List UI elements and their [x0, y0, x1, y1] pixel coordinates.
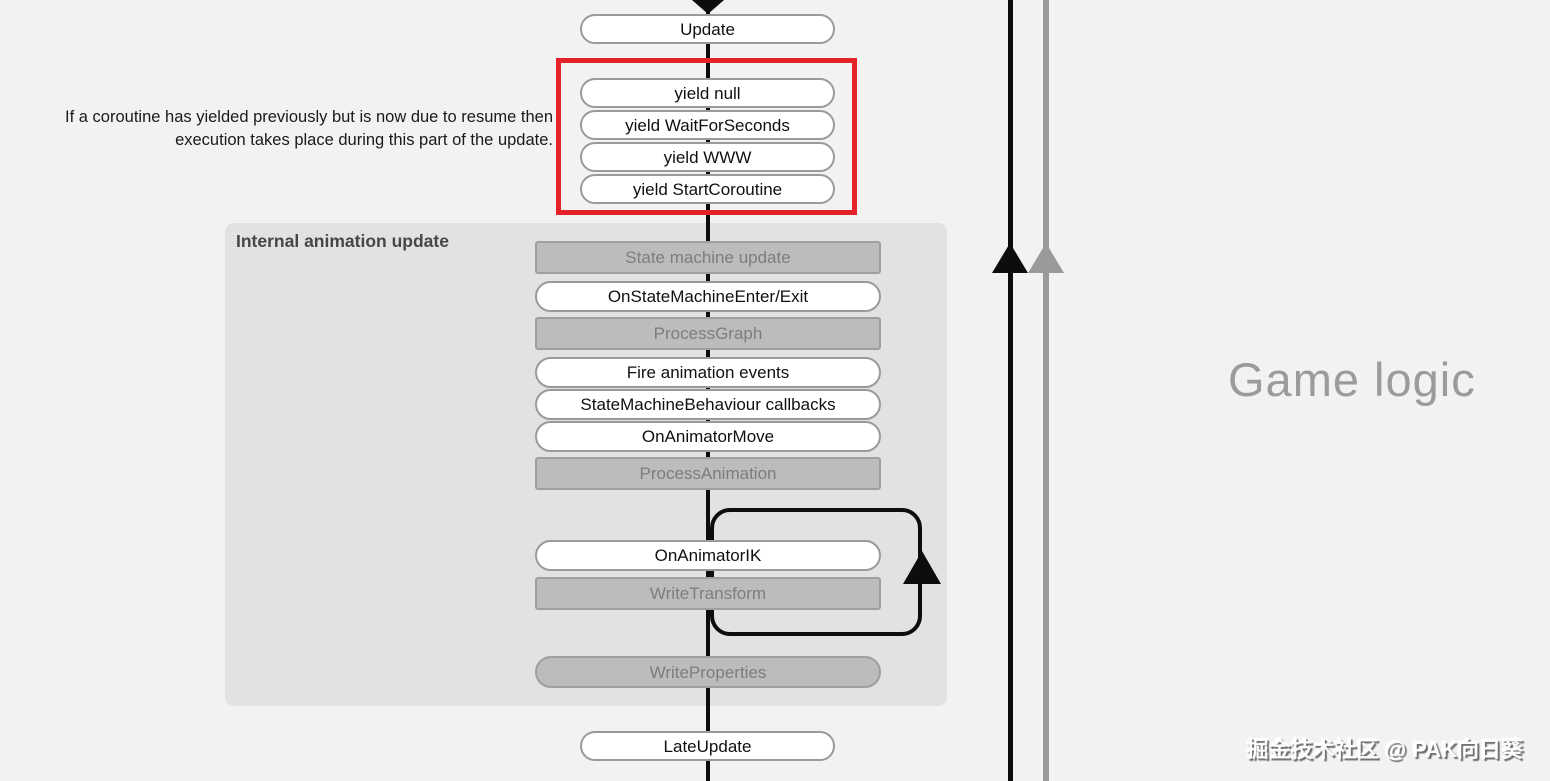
flow-arrow-down-icon	[692, 0, 724, 14]
flow-node-writeproperties: WriteProperties	[535, 656, 881, 688]
flow-node-fire-animation-events: Fire animation events	[535, 357, 881, 388]
phase-label-game-logic: Game logic	[1228, 353, 1476, 406]
timeline-line-gray	[1043, 0, 1049, 781]
flow-node-label: OnAnimatorIK	[654, 546, 762, 565]
watermark-text: 掘金技术社区 @ PAK向日葵	[1246, 737, 1524, 762]
flow-node-label: ProcessGraph	[653, 324, 763, 343]
flow-node-onanimatormove: OnAnimatorMove	[535, 421, 881, 452]
flow-node-label: yield StartCoroutine	[632, 179, 783, 199]
flow-node-processgraph: ProcessGraph	[535, 317, 881, 350]
flow-node-writetransform: WriteTransform	[535, 577, 881, 610]
timeline-arrow-up-black-icon	[992, 243, 1028, 273]
flow-node-onstatemachineenterexit: OnStateMachineEnter/Exit	[535, 281, 881, 312]
flow-node-processanimation: ProcessAnimation	[535, 457, 881, 490]
flow-node-label: Update	[680, 19, 735, 39]
flow-node-label: StateMachineBehaviour callbacks	[580, 395, 836, 414]
flow-node-label: yield null	[674, 83, 741, 103]
flow-node-statemachinebehaviour-callbacks: StateMachineBehaviour callbacks	[535, 389, 881, 420]
coroutine-note-text: If a coroutine has yielded previously bu…	[65, 108, 553, 149]
flow-node-state-machine-update: State machine update	[535, 241, 881, 274]
ik-loop-connector	[710, 508, 922, 636]
flow-node-label: OnStateMachineEnter/Exit	[607, 287, 809, 306]
flow-node-yield-www: yield WWW	[580, 142, 835, 172]
flow-node-lateupdate: LateUpdate	[580, 731, 835, 761]
flow-node-label: State machine update	[625, 248, 791, 267]
flow-node-label: OnAnimatorMove	[641, 427, 775, 446]
flow-node-update: Update	[580, 14, 835, 44]
flow-node-onanimatorik: OnAnimatorIK	[535, 540, 881, 571]
flow-node-label: WriteTransform	[649, 584, 767, 603]
flow-node-label: Fire animation events	[626, 363, 790, 382]
flow-node-label: LateUpdate	[663, 736, 752, 756]
timeline-arrow-up-gray-icon	[1028, 243, 1064, 273]
timeline-line-black	[1008, 0, 1013, 781]
flow-node-yield-startcoroutine: yield StartCoroutine	[580, 174, 835, 204]
flow-node-label: WriteProperties	[649, 662, 767, 682]
panel-title: Internal animation update	[236, 231, 449, 251]
ik-loop-arrow-up-icon	[903, 551, 941, 584]
flow-node-label: yield WWW	[663, 147, 752, 167]
flow-node-yield-null: yield null	[580, 78, 835, 108]
flow-node-yield-waitforseconds: yield WaitForSeconds	[580, 110, 835, 140]
flow-node-label: ProcessAnimation	[639, 464, 777, 483]
flow-node-label: yield WaitForSeconds	[625, 115, 790, 135]
red-highlight-box	[556, 58, 857, 215]
